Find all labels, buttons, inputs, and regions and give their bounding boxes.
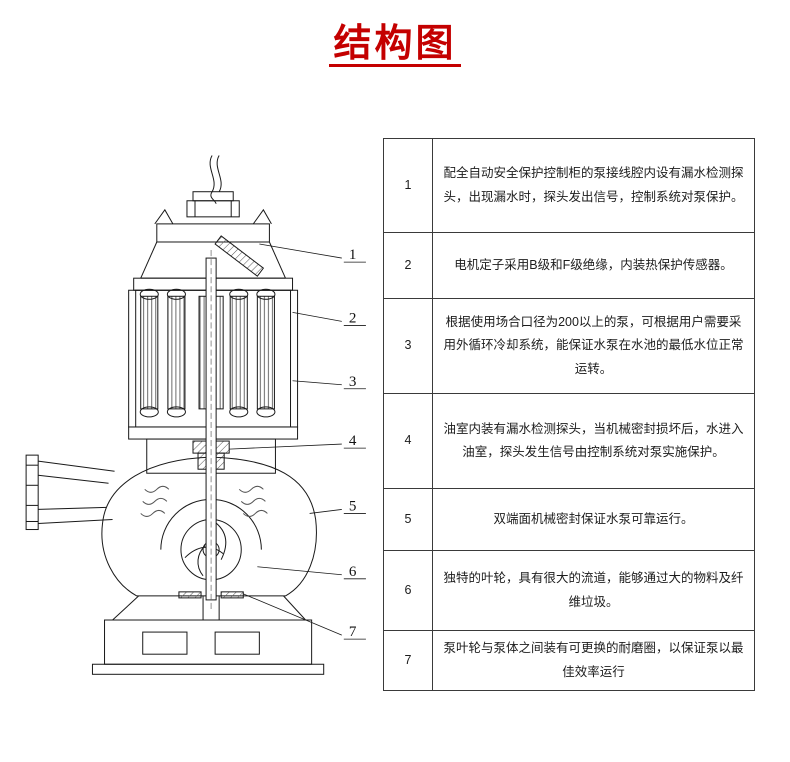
lifting-lugs bbox=[154, 208, 272, 225]
row-number: 4 bbox=[383, 393, 433, 489]
row-description: 电机定子采用B级和F级绝缘，内装热保护传感器。 bbox=[432, 232, 755, 299]
row-number: 2 bbox=[383, 232, 433, 299]
table-row: 3 根据使用场合口径为200以上的泵，可根据用户需要采用外循环冷却系统，能保证水… bbox=[383, 298, 755, 394]
table-row: 5 双端面机械密封保证水泵可靠运行。 bbox=[383, 488, 755, 551]
row-description: 泵叶轮与泵体之间装有可更换的耐磨圈，以保证泵以最佳效率运行 bbox=[432, 630, 755, 691]
leader-lines bbox=[229, 243, 366, 640]
part-label-4: 4 bbox=[349, 433, 357, 449]
row-number: 6 bbox=[383, 550, 433, 631]
pump-shaft bbox=[205, 250, 217, 612]
part-labels: 1 2 3 4 5 6 7 bbox=[349, 247, 357, 640]
part-label-7: 7 bbox=[349, 624, 357, 640]
title-underline bbox=[329, 64, 461, 67]
row-description: 根据使用场合口径为200以上的泵，可根据用户需要采用外循环冷却系统，能保证水泵在… bbox=[432, 298, 755, 394]
table-row: 1 配全自动安全保护控制柜的泵接线腔内设有漏水检测探头，出现漏水时，探头发出信号… bbox=[383, 138, 755, 233]
row-description: 配全自动安全保护控制柜的泵接线腔内设有漏水检测探头，出现漏水时，探头发出信号，控… bbox=[432, 138, 755, 233]
part-label-3: 3 bbox=[349, 374, 357, 390]
pump-structure-diagram: 1 2 3 4 5 6 7 bbox=[6, 138, 380, 724]
pump-diagram-svg: 1 2 3 4 5 6 7 bbox=[25, 155, 366, 675]
page-title: 结构图 bbox=[333, 23, 457, 65]
base-stand bbox=[91, 595, 325, 675]
discharge-flange bbox=[25, 454, 115, 531]
table-row: 2 电机定子采用B级和F级绝缘，内装热保护传感器。 bbox=[383, 232, 755, 299]
power-cable-lines bbox=[209, 155, 222, 204]
table-row: 7 泵叶轮与泵体之间装有可更换的耐磨圈，以保证泵以最佳效率运行 bbox=[383, 630, 755, 691]
parts-description-table: 1 配全自动安全保护控制柜的泵接线腔内设有漏水检测探头，出现漏水时，探头发出信号… bbox=[383, 138, 755, 691]
row-number: 5 bbox=[383, 488, 433, 551]
part-label-2: 2 bbox=[349, 310, 357, 326]
part-label-6: 6 bbox=[349, 564, 357, 580]
row-number: 1 bbox=[383, 138, 433, 233]
part-label-1: 1 bbox=[349, 247, 357, 263]
row-description: 双端面机械密封保证水泵可靠运行。 bbox=[432, 488, 755, 551]
table-row: 6 独特的叶轮，具有很大的流道，能够通过大的物料及纤维垃圾。 bbox=[383, 550, 755, 631]
part-label-5: 5 bbox=[349, 498, 357, 514]
row-number: 3 bbox=[383, 298, 433, 394]
row-description: 油室内装有漏水检测探头，当机械密封损坏后，水进入油室，探头发生信号由控制系统对泵… bbox=[432, 393, 755, 489]
cable-guard bbox=[214, 235, 265, 277]
wear-rings bbox=[178, 591, 244, 599]
junction-box bbox=[186, 191, 240, 218]
table-row: 4 油室内装有漏水检测探头，当机械密封损坏后，水进入油室，探头发生信号由控制系统… bbox=[383, 393, 755, 489]
row-number: 7 bbox=[383, 630, 433, 691]
row-description: 独特的叶轮，具有很大的流道，能够通过大的物料及纤维垃圾。 bbox=[432, 550, 755, 631]
